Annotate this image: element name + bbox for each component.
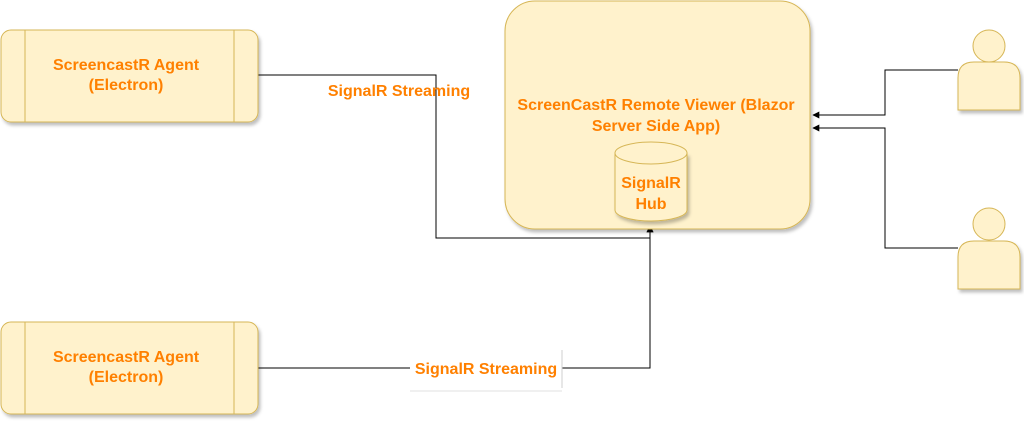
hub-line1: SignalR <box>621 175 681 192</box>
edges <box>258 69 958 369</box>
edge-user-top-to-viewer <box>812 69 958 119</box>
edge-label-bottom: SignalR Streaming <box>410 350 563 392</box>
edge-agent-bottom-to-hub <box>258 225 654 369</box>
agent-top-line2: (Electron) <box>89 77 164 94</box>
hub-cylinder[interactable]: SignalR Hub <box>614 141 688 222</box>
agent-bottom-line1: ScreencastR Agent <box>53 349 200 366</box>
viewer-box[interactable]: ScreenCastR Remote Viewer (Blazor Server… <box>504 0 811 230</box>
agent-top-line1: ScreencastR Agent <box>53 57 200 74</box>
agent-bottom-line2: (Electron) <box>89 369 164 386</box>
edge-user-bottom-to-viewer <box>812 124 958 249</box>
agent-top-box[interactable]: ScreencastR Agent (Electron) <box>0 29 259 123</box>
edge-label-top: SignalR Streaming <box>328 83 470 100</box>
agent-bottom-box[interactable]: ScreencastR Agent (Electron) <box>0 321 259 415</box>
viewer-line2: Server Side App) <box>592 118 720 135</box>
user-bottom-icon[interactable] <box>957 207 1021 290</box>
edge-label-top-text: SignalR Streaming <box>328 83 470 100</box>
edge-label-bottom-text: SignalR Streaming <box>415 361 557 378</box>
user-top-icon[interactable] <box>957 29 1021 111</box>
viewer-line1: ScreenCastR Remote Viewer (Blazor <box>517 97 794 114</box>
hub-line2: Hub <box>635 196 666 213</box>
